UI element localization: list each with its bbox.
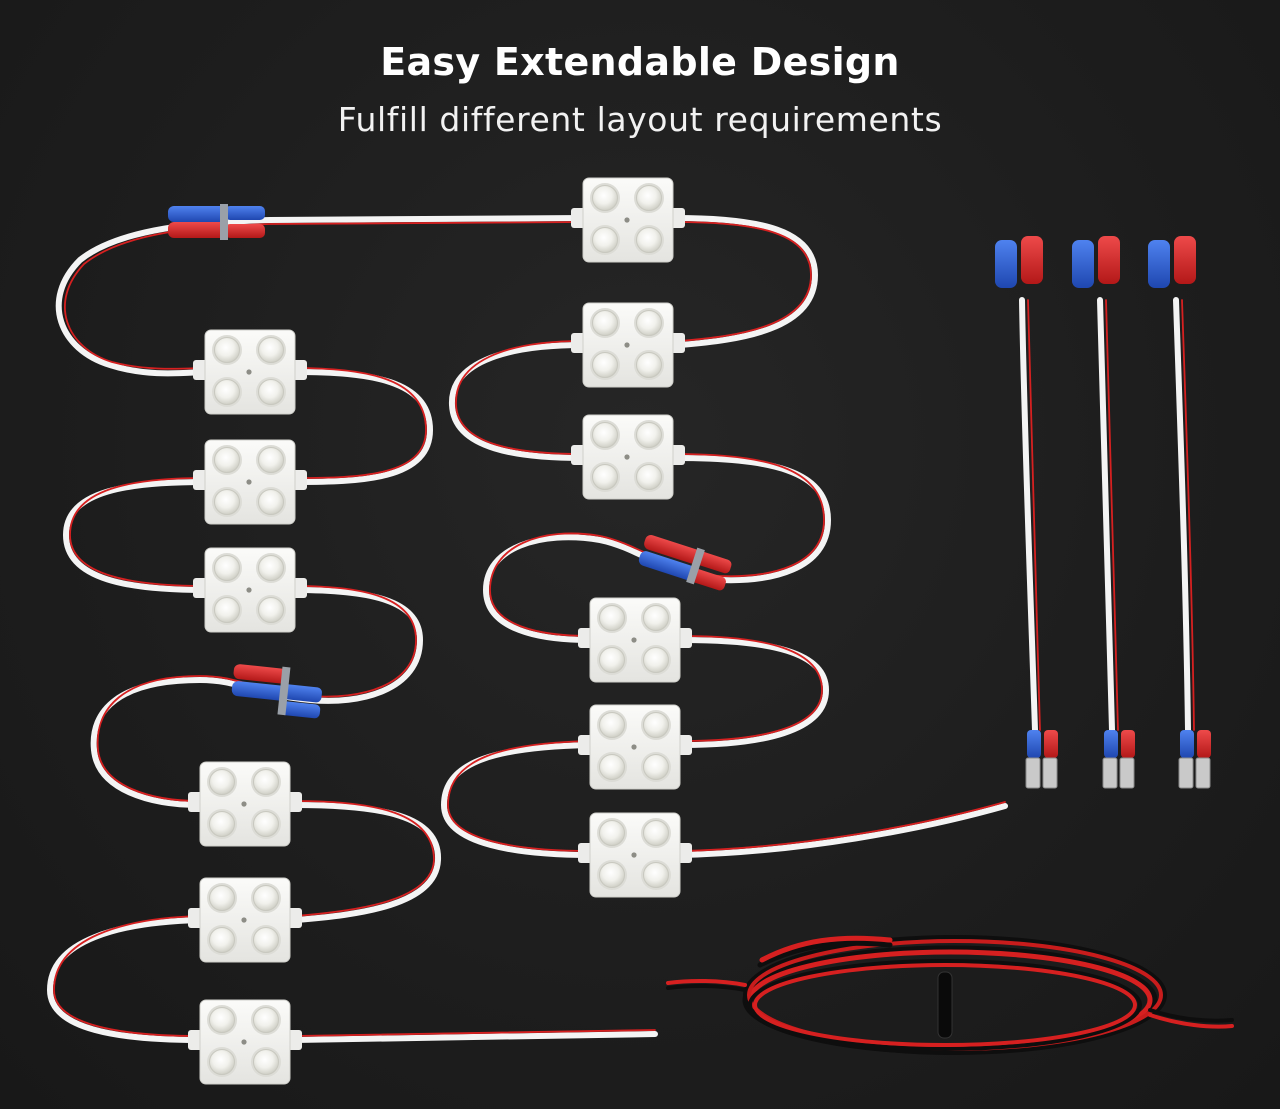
- connector-left-lower: [231, 664, 322, 719]
- connector-right-middle: [638, 535, 732, 591]
- led-module: [578, 597, 692, 683]
- led-module: [578, 704, 692, 790]
- connector-icons: [168, 204, 1211, 789]
- right-chain-wire: [440, 215, 1008, 858]
- headline: Easy Extendable Design: [380, 40, 900, 84]
- extension-lead-terminals-bottom: [1025, 730, 1211, 789]
- led-module: [193, 547, 307, 633]
- subheadline: Fulfill different layout requirements: [337, 100, 943, 139]
- led-module: [193, 329, 307, 415]
- led-module: [188, 999, 302, 1085]
- led-module: [571, 414, 685, 500]
- led-module: [571, 302, 685, 388]
- extension-lead-wires: [1019, 297, 1195, 733]
- led-module: [193, 439, 307, 525]
- led-module: [578, 812, 692, 898]
- connector-top-left: [168, 204, 265, 240]
- led-module: [188, 877, 302, 963]
- extension-lead-plugs-top: [995, 236, 1196, 288]
- led-module: [571, 177, 685, 263]
- red-black-cable-coil: [666, 935, 1234, 1055]
- led-module: [188, 761, 302, 847]
- led-modules: [188, 177, 692, 1085]
